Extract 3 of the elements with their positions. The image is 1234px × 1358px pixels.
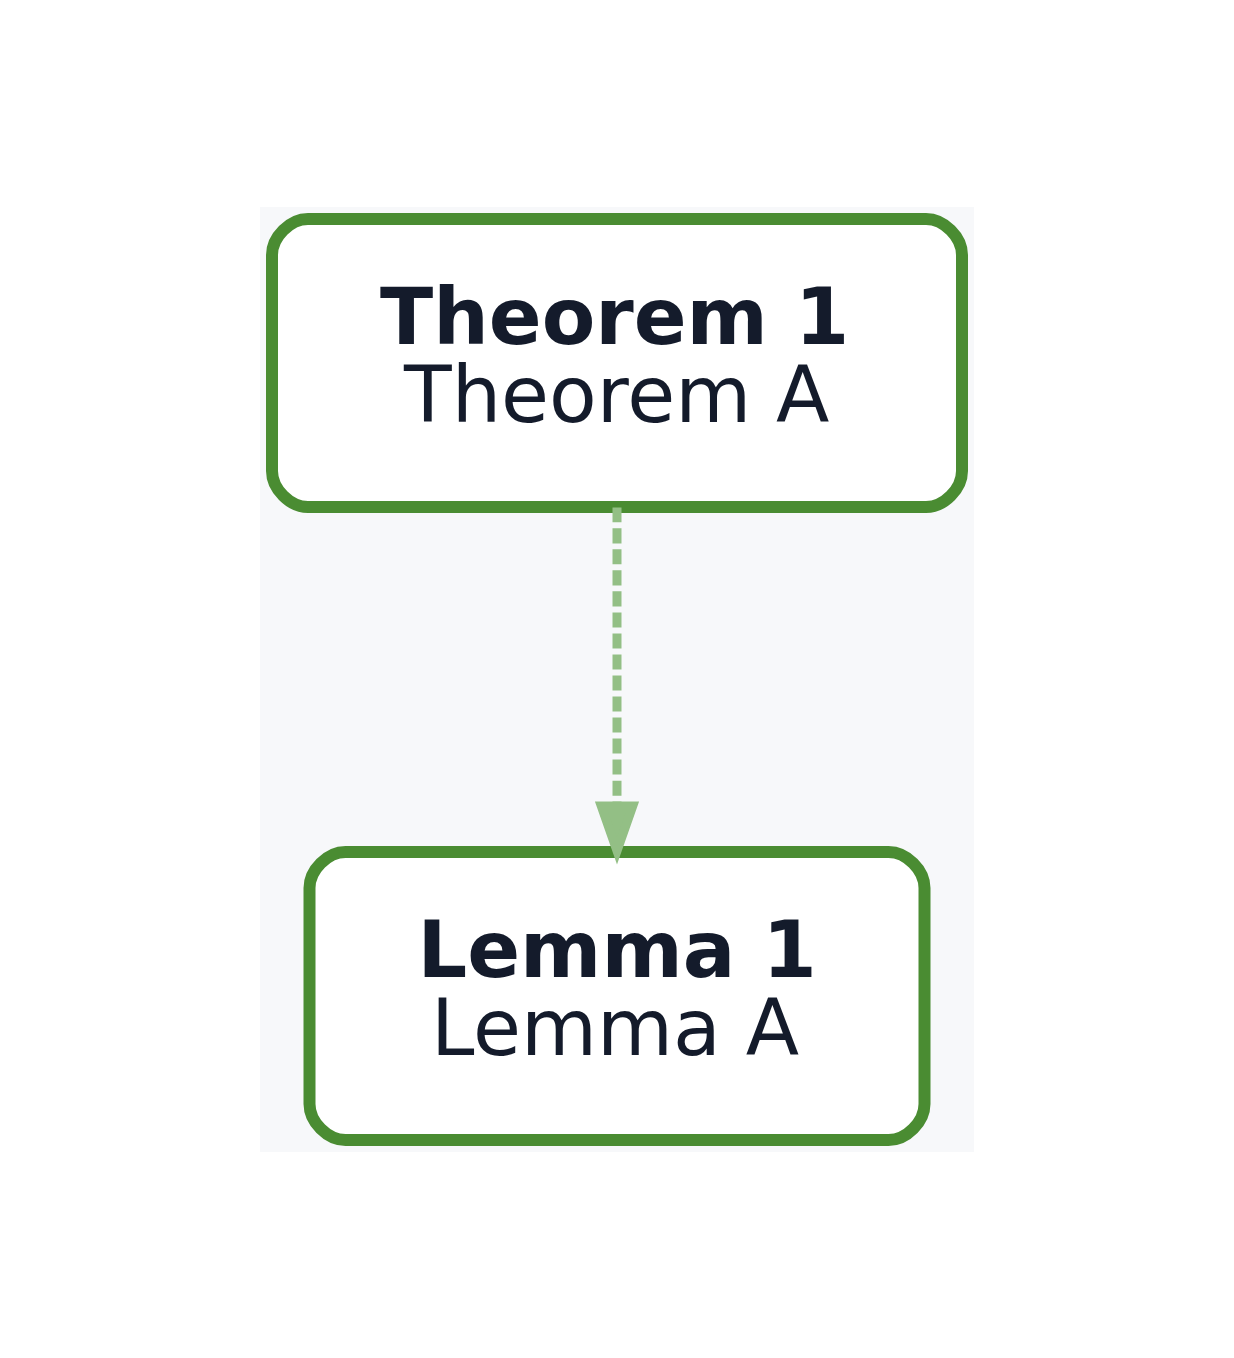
- arrow: [594, 507, 640, 865]
- node-box: Theorem 1 Theorem A: [266, 212, 968, 513]
- node-box: Lemma 1 Lemma A: [303, 845, 931, 1146]
